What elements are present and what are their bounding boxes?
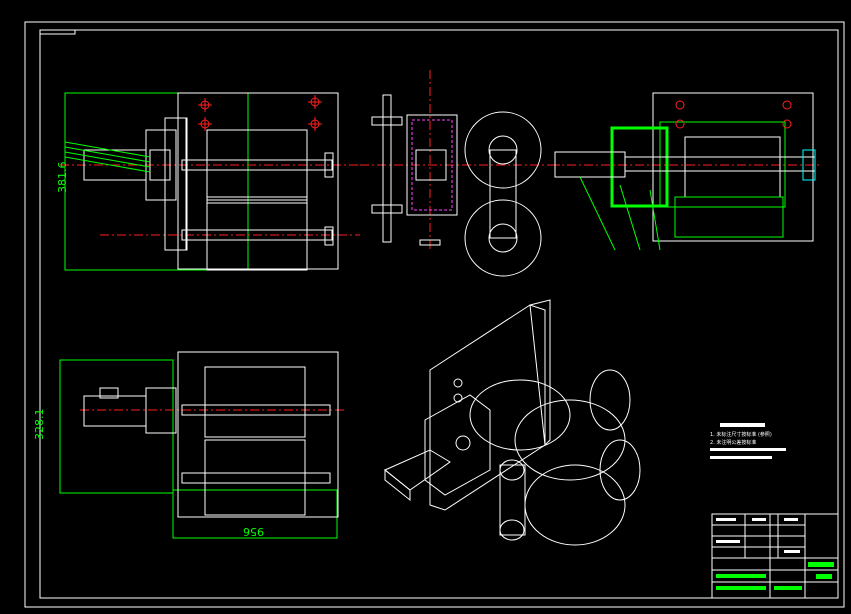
front-height-dimension: 381.6 [56,162,69,194]
note-line-1: 1. 未标注尺寸按标准 (参照) [710,431,772,438]
title-block [711,513,839,599]
bottom-height-dimension: 328.1 [33,409,46,441]
technical-notes: 1. 未标注尺寸按标准 (参照) 2. 未注明公差按标准 [710,423,786,459]
note-line-2: 2. 未注明公差按标准 [710,439,756,446]
isometric-view [384,299,641,546]
bottom-width-dimension: 956 [243,525,264,538]
side-view [360,70,560,277]
front-view: 381.6 [56,92,360,271]
section-view [550,92,820,251]
sheet-frame [24,21,845,608]
bottom-view: 328.1 956 [33,351,345,539]
